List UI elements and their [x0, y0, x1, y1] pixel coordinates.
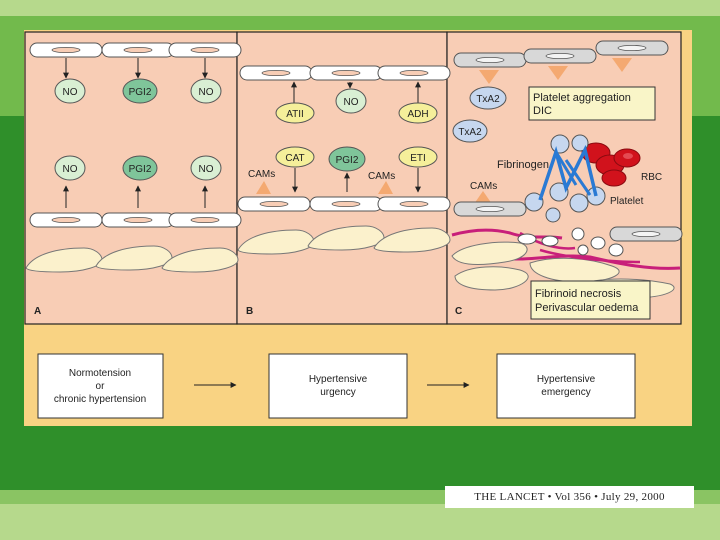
txa2-bubble [452, 119, 488, 143]
panel-c-content: TxA2 TxA2 Platelet aggregation DIC Fibri… [451, 40, 683, 320]
endothelial-cell-grey [595, 40, 669, 56]
dic-text: DIC [533, 105, 552, 117]
fibrin-strand [499, 254, 681, 270]
pgi2-label: PGI2 [129, 164, 152, 175]
no-label: NO [199, 164, 214, 175]
platelet-aggregation-text: Platelet aggregation [533, 92, 631, 104]
eti-bubble [398, 146, 438, 168]
normotension-box [37, 353, 164, 419]
no-bubble [190, 78, 222, 104]
emergency-box [496, 353, 636, 419]
platelet [550, 134, 570, 154]
cat-bubble [275, 146, 315, 168]
atii-bubble [275, 102, 315, 124]
endothelial-cell [101, 42, 175, 58]
atii-label: ATII [286, 109, 304, 120]
endothelial-cell [239, 65, 313, 81]
perivascular-oedema-text: Perivascular oedema [535, 302, 639, 314]
endothelial-cell-grey [453, 201, 527, 217]
endothelial-cell [237, 196, 311, 212]
rbc-label: RBC [641, 172, 662, 183]
cams-label: CAMs [248, 169, 275, 180]
endothelial-cell [168, 42, 242, 58]
pgi2-label: PGI2 [336, 155, 359, 166]
fibrinoid-necrosis-text: Fibrinoid necrosis [535, 288, 622, 300]
no-label: NO [63, 164, 78, 175]
emergency-line1: Hypertensive [537, 374, 596, 385]
endothelial-cell [101, 212, 175, 228]
cams-label: CAMs [470, 181, 497, 192]
endothelial-cell [168, 212, 242, 228]
panel-a-content: NO PGI2 NO NO PGI2 NO [25, 42, 242, 273]
no-label: NO [63, 87, 78, 98]
eti-label: ETI [410, 153, 426, 164]
progression-flow: Normotension or chronic hypertension Hyp… [37, 353, 636, 419]
cat-label: CAT [285, 153, 304, 164]
panel-c-letter: C [455, 306, 462, 317]
panel-b-letter: B [246, 306, 253, 317]
pgi2-label: PGI2 [129, 87, 152, 98]
endothelial-cell [377, 65, 451, 81]
platelet-aggregation-box [528, 86, 656, 121]
platelet [545, 207, 561, 223]
adh-label: ADH [407, 109, 428, 120]
no-bubble [190, 155, 222, 181]
background-stripe-top [0, 0, 720, 16]
panel-a-letter: A [34, 306, 41, 317]
panel-b [236, 31, 448, 325]
cams-label: CAMs [368, 171, 395, 182]
pgi2-bubble [328, 146, 366, 172]
txa2-label: TxA2 [476, 94, 500, 105]
cam-triangle [378, 181, 393, 194]
normotension-text: Normotension [69, 368, 131, 379]
adh-bubble [398, 102, 438, 124]
no-bubble [335, 88, 367, 114]
endothelial-cell-grey [609, 226, 683, 242]
platelet [549, 182, 569, 202]
fibrinoid-necrosis-box [530, 280, 651, 320]
cam-triangle [256, 181, 271, 194]
red-blood-cell [601, 169, 627, 187]
background-stripe-bottom2 [0, 504, 720, 540]
fibrinogen-label: Fibrinogen [497, 159, 549, 171]
endothelial-cell [309, 196, 383, 212]
platelet [571, 134, 589, 152]
endothelial-cell [29, 212, 103, 228]
emergency-line2: emergency [541, 387, 590, 398]
urgency-line1: Hypertensive [309, 374, 368, 385]
chronic-hypertension-text: chronic hypertension [54, 394, 146, 405]
platelet [569, 193, 589, 213]
endothelial-cell [309, 65, 383, 81]
panel-b-content: ATII NO ADH CAT PGI2 ETI CAMs CAMs [237, 65, 451, 255]
or-text: or [96, 381, 106, 392]
platelet [524, 192, 544, 212]
txa2-label: TxA2 [458, 127, 482, 138]
endothelial-cell-grey [523, 48, 597, 64]
no-bubble [54, 78, 86, 104]
pgi2-bubble [122, 78, 158, 104]
urgency-box [268, 353, 408, 419]
endothelial-cell [377, 196, 451, 212]
no-bubble [54, 155, 86, 181]
fibrinogen-strand [554, 151, 592, 196]
urgency-line2: urgency [320, 387, 356, 398]
no-label: NO [344, 97, 359, 108]
pgi2-bubble [122, 155, 158, 181]
txa2-bubble [469, 86, 507, 110]
fibrinogen-strand [538, 144, 598, 201]
citation: THE LANCET • Vol 356 • July 29, 2000 [445, 486, 694, 508]
endothelial-cell [29, 42, 103, 58]
endothelial-cell-grey [453, 52, 527, 68]
no-label: NO [199, 87, 214, 98]
platelet-label: Platelet [610, 196, 644, 207]
